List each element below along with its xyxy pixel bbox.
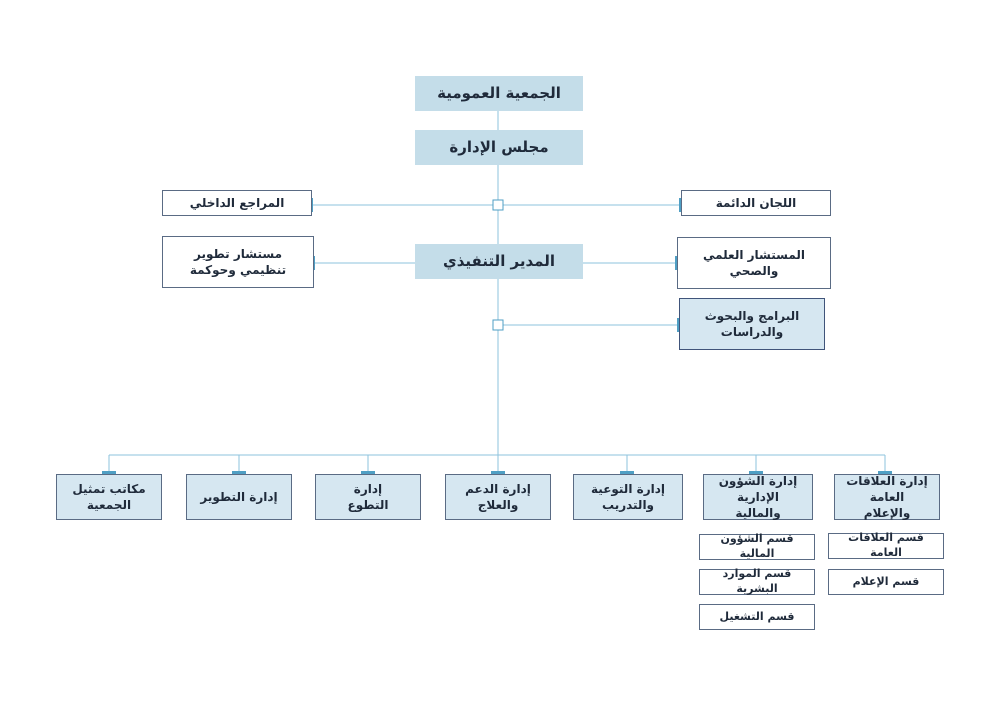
section-label: قسم الشؤون المالية bbox=[720, 532, 794, 560]
department-development: إدارة التطوير bbox=[186, 474, 292, 520]
org-dev-advisor-label: مستشار تطوير تنظيمي وحوكمة bbox=[189, 246, 287, 277]
junction-node bbox=[492, 319, 504, 331]
department-representative-offices: مكاتب تمثيل الجمعية bbox=[56, 474, 162, 520]
section-finance: قسم الشؤون المالية bbox=[699, 532, 815, 560]
connector-tick bbox=[677, 318, 680, 332]
internal-auditor-box: المراجع الداخلي bbox=[162, 190, 312, 216]
department-drops bbox=[102, 455, 892, 474]
scientific-advisor-box: المستشار العلمي والصحي bbox=[677, 237, 831, 289]
department-label: إدارة الشؤون الإدارية والمالية bbox=[718, 473, 798, 521]
connector-tick bbox=[675, 256, 678, 270]
connector-tick bbox=[679, 198, 682, 212]
programs-research-label: البرامج والبحوث والدراسات bbox=[704, 308, 800, 339]
programs-research-box: البرامج والبحوث والدراسات bbox=[679, 298, 825, 350]
board-label: مجلس الإدارة bbox=[449, 138, 549, 157]
department-label: إدارة الدعم والعلاج bbox=[465, 481, 531, 512]
department-label: إدارة التوعية والتدريب bbox=[591, 481, 665, 512]
department-support-treatment: إدارة الدعم والعلاج bbox=[445, 474, 551, 520]
section-media: قسم الإعلام bbox=[828, 569, 944, 595]
standing-committees-label: اللجان الدائمة bbox=[715, 195, 797, 210]
department-public-relations: إدارة العلاقات العامة والإعلام bbox=[834, 474, 940, 520]
department-label: مكاتب تمثيل الجمعية bbox=[72, 481, 146, 512]
department-admin-finance: إدارة الشؤون الإدارية والمالية bbox=[703, 474, 813, 520]
department-label: إدارة العلاقات العامة والإعلام bbox=[846, 473, 928, 521]
section-label: قسم الموارد البشرية bbox=[722, 567, 792, 595]
department-label: إدارة التطوير bbox=[200, 489, 278, 504]
section-public-relations: قسم العلاقات العامة bbox=[828, 531, 944, 559]
department-awareness-training: إدارة التوعية والتدريب bbox=[573, 474, 683, 520]
department-label: إدارة التطوع bbox=[347, 481, 389, 512]
org-dev-advisor-box: مستشار تطوير تنظيمي وحوكمة bbox=[162, 236, 314, 288]
executive-director-box: المدير التنفيذي bbox=[415, 244, 583, 279]
department-volunteering: إدارة التطوع bbox=[315, 474, 421, 520]
section-label: قسم الإعلام bbox=[852, 574, 920, 588]
scientific-advisor-label: المستشار العلمي والصحي bbox=[702, 247, 806, 278]
board-box: مجلس الإدارة bbox=[415, 130, 583, 165]
section-label: قسم العلاقات العامة bbox=[848, 531, 924, 559]
executive-director-label: المدير التنفيذي bbox=[442, 252, 556, 271]
internal-auditor-label: المراجع الداخلي bbox=[189, 195, 285, 210]
general-assembly-box: الجمعية العمومية bbox=[415, 76, 583, 111]
standing-committees-box: اللجان الدائمة bbox=[681, 190, 831, 216]
section-human-resources: قسم الموارد البشرية bbox=[699, 567, 815, 595]
section-label: قسم التشغيل bbox=[719, 609, 795, 623]
junction-node bbox=[492, 199, 504, 211]
general-assembly-label: الجمعية العمومية bbox=[437, 84, 561, 103]
section-operations: قسم التشغيل bbox=[699, 604, 815, 630]
